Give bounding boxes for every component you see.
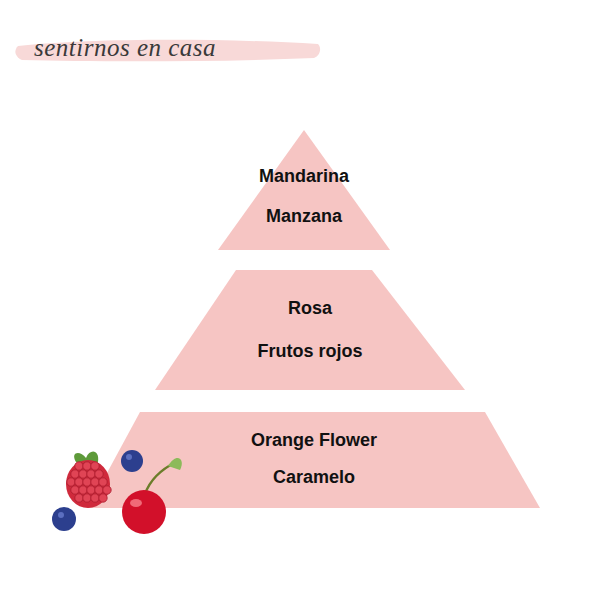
note-label: Frutos rojos: [95, 340, 525, 362]
note-label: Caramelo: [28, 466, 600, 488]
note-label: Manzana: [158, 205, 450, 227]
heart-notes-band: RosaFrutos rojos: [155, 270, 465, 390]
pyramid-title: sentirnos en casa: [34, 34, 216, 62]
note-label: Orange Flower: [28, 429, 600, 451]
base-notes-band: Orange FlowerCaramelo: [88, 412, 540, 508]
band-shape: [155, 270, 465, 390]
band-shape: [218, 130, 390, 250]
top-notes-band: MandarinaManzana: [218, 130, 390, 250]
band-shape: [88, 412, 540, 508]
note-label: Mandarina: [158, 165, 450, 187]
note-label: Rosa: [95, 297, 525, 319]
